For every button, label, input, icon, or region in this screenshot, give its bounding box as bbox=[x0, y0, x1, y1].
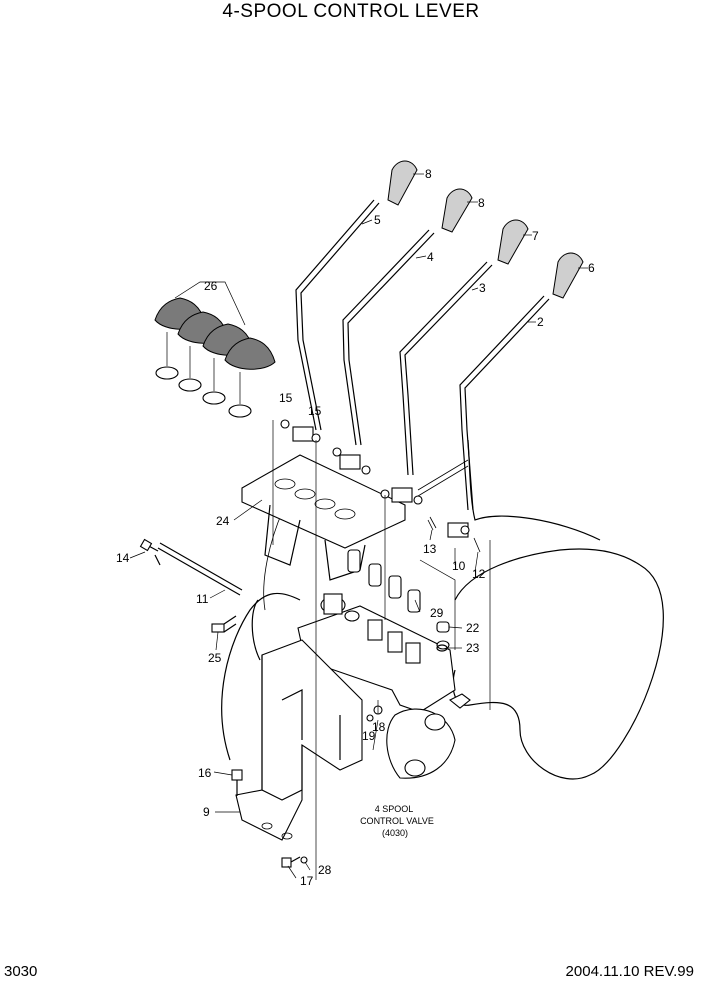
lever-4 bbox=[342, 188, 473, 446]
callout-23: 23 bbox=[466, 641, 480, 655]
callout-9: 9 bbox=[203, 805, 210, 819]
callout-13: 13 bbox=[423, 542, 437, 556]
callout-29: 29 bbox=[430, 606, 444, 620]
callout-leaders bbox=[129, 173, 588, 879]
callout-18: 18 bbox=[372, 720, 386, 734]
callout-10: 10 bbox=[452, 559, 466, 573]
valve-note-line-1: 4 SPOOL bbox=[375, 804, 414, 814]
callout-numbers: 8 8 7 6 5 4 3 2 26 15 15 24 14 11 25 13 … bbox=[116, 167, 595, 888]
callout-2: 2 bbox=[537, 315, 544, 329]
callout-26: 26 bbox=[204, 279, 218, 293]
lever-2 bbox=[417, 252, 584, 511]
callout-14: 14 bbox=[116, 551, 130, 565]
callout-28: 28 bbox=[318, 863, 332, 877]
rubber-boots bbox=[154, 281, 276, 418]
callout-3: 3 bbox=[479, 281, 486, 295]
callout-6: 6 bbox=[588, 261, 595, 275]
rod-and-bolt bbox=[139, 538, 243, 596]
valve-note: 4 SPOOL CONTROL VALVE (4030) bbox=[360, 804, 434, 838]
valve-note-line-3: (4030) bbox=[382, 828, 408, 838]
callout-7: 7 bbox=[532, 229, 539, 243]
spacer-tubes bbox=[347, 549, 421, 613]
screw-25 bbox=[211, 615, 237, 633]
bolts bbox=[231, 769, 308, 868]
callout-17: 17 bbox=[300, 874, 314, 888]
callout-15-left: 15 bbox=[279, 391, 293, 405]
callout-8-lower: 8 bbox=[478, 196, 485, 210]
callout-22: 22 bbox=[466, 621, 480, 635]
lever-5 bbox=[295, 160, 418, 431]
assembly-guide-lines bbox=[272, 420, 491, 880]
callout-19: 19 bbox=[362, 729, 376, 743]
callout-24: 24 bbox=[216, 514, 230, 528]
page-number: 3030 bbox=[4, 963, 38, 980]
revision-date: 2004.11.10 REV.99 bbox=[565, 963, 694, 980]
callout-4: 4 bbox=[427, 250, 434, 264]
callout-25: 25 bbox=[208, 651, 222, 665]
support-bracket bbox=[235, 639, 363, 841]
valve-note-line-2: CONTROL VALVE bbox=[360, 816, 434, 826]
callout-11: 11 bbox=[196, 592, 209, 606]
mounting-plate bbox=[241, 454, 406, 581]
lever-3 bbox=[399, 219, 529, 476]
page-title: 4-SPOOL CONTROL LEVER bbox=[222, 1, 480, 22]
callout-5: 5 bbox=[374, 213, 381, 227]
callout-16: 16 bbox=[198, 766, 212, 780]
lever-brackets bbox=[280, 419, 481, 553]
callout-12: 12 bbox=[472, 567, 486, 581]
callout-8-upper: 8 bbox=[425, 167, 432, 181]
callout-15-right: 15 bbox=[308, 404, 322, 418]
